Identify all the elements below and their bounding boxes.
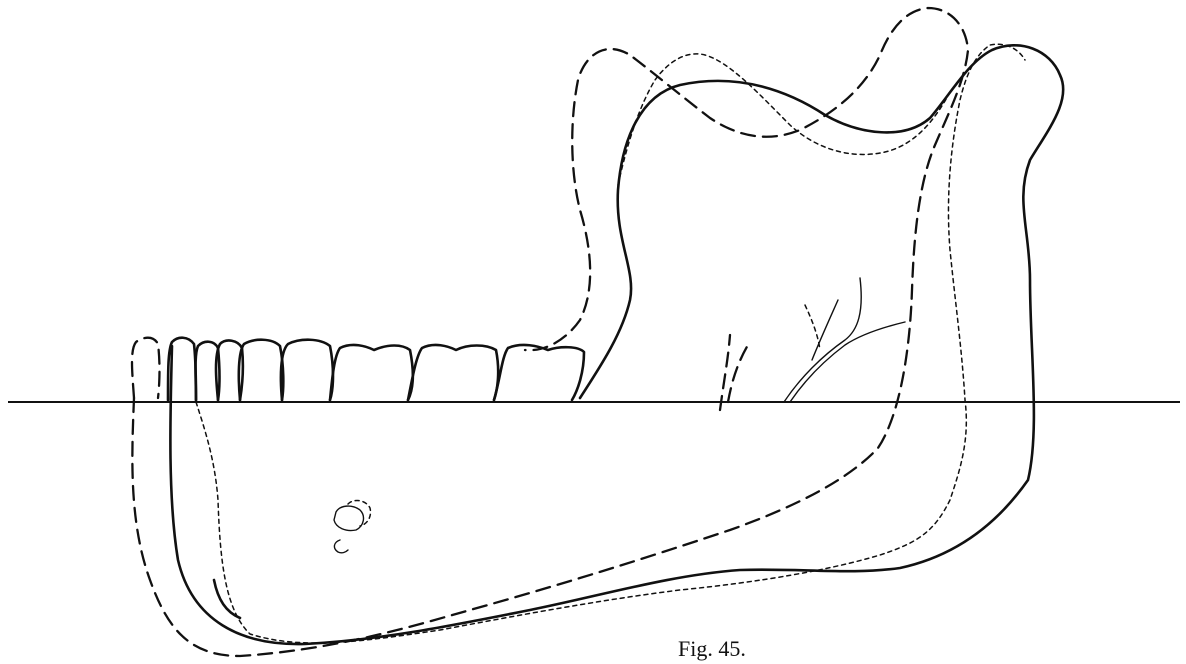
- ramus-internal-marks: [720, 278, 905, 410]
- teeth-row: [196, 340, 585, 400]
- foramen-dotted: [348, 501, 371, 526]
- ramus-line: [790, 322, 905, 402]
- mental-foramen-marks: [334, 501, 371, 553]
- foramen-solid: [334, 506, 363, 530]
- solid-mandible-outline: [170, 45, 1063, 644]
- dotted-mandible-outline: [196, 44, 1025, 643]
- dashed-incisor-outline: [132, 338, 160, 398]
- ramus-dashed-line: [728, 345, 748, 402]
- tooth: [494, 345, 584, 400]
- ramus-dotted-line: [805, 305, 820, 350]
- tooth: [330, 345, 413, 400]
- tooth: [239, 340, 284, 400]
- tooth: [281, 340, 333, 400]
- foramen-small-arc: [334, 540, 348, 553]
- dashed-mandible-outline: [132, 8, 968, 656]
- figure-caption: Fig. 45.: [678, 636, 746, 662]
- dotted-upper-outline: [618, 54, 950, 185]
- tooth: [408, 345, 498, 400]
- ramus-line: [784, 278, 861, 402]
